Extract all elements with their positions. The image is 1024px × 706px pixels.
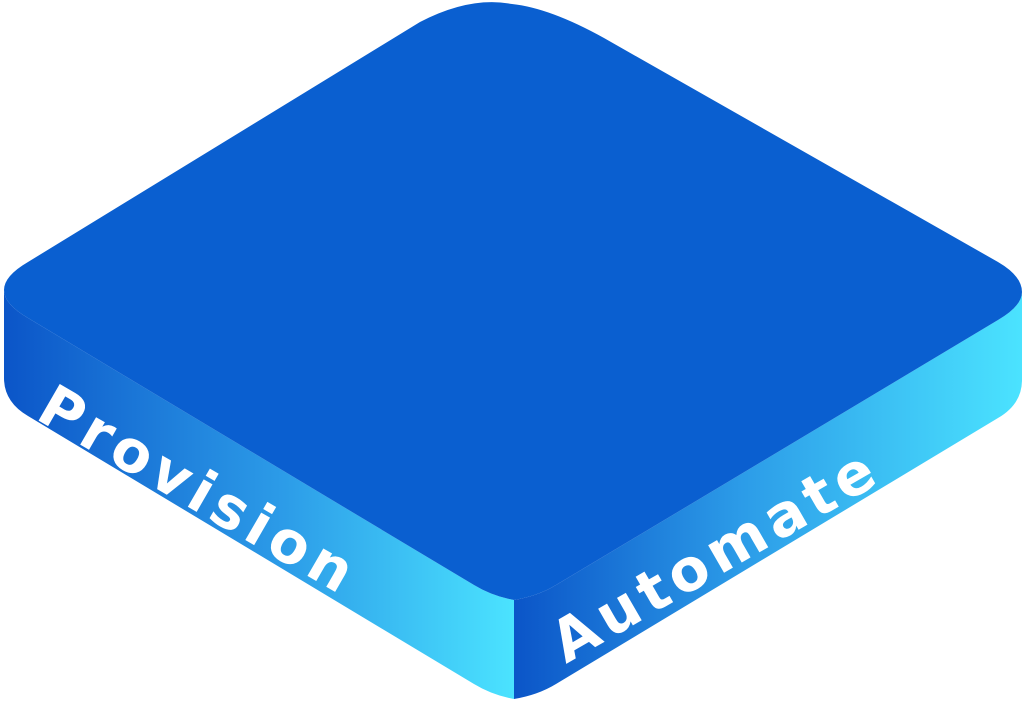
left-side-face	[4, 290, 514, 699]
top-face	[4, 2, 1022, 600]
right-side-face	[514, 292, 1022, 699]
